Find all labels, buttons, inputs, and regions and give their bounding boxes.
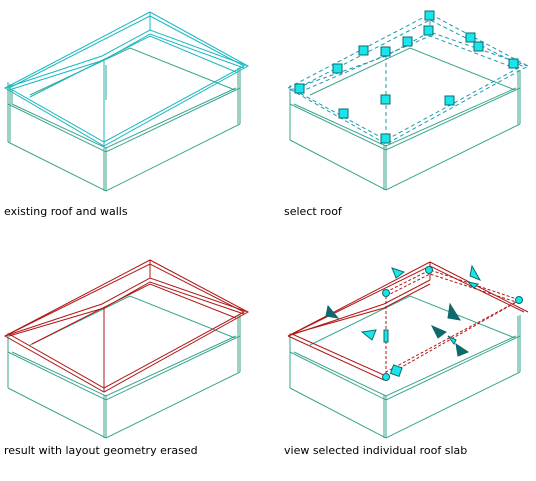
roof-solid	[287, 261, 529, 381]
roof	[3, 11, 250, 147]
grip	[294, 83, 305, 94]
selection-grips	[294, 10, 519, 144]
grip	[402, 36, 413, 47]
panel-select-roof	[286, 10, 530, 191]
grip	[444, 95, 455, 106]
grip	[332, 63, 343, 74]
grip	[508, 58, 519, 69]
caption-select-roof: select roof	[284, 205, 342, 218]
grip	[380, 94, 391, 105]
grip	[358, 45, 369, 56]
roof-dashed	[286, 13, 530, 145]
slab-grips	[325, 264, 523, 381]
grip	[424, 10, 435, 21]
panel-selected-slab	[287, 261, 529, 439]
caption-existing-roof: existing roof and walls	[4, 205, 128, 218]
grip	[380, 133, 391, 144]
grip	[465, 32, 476, 43]
grip	[380, 46, 391, 57]
caption-selected-slab: view selected individual roof slab	[284, 444, 468, 457]
caption-result-erased: result with layout geometry erased	[4, 444, 198, 457]
grip	[423, 25, 434, 36]
grip	[338, 108, 349, 119]
roof	[3, 259, 250, 393]
roof-selected-dashed	[385, 269, 522, 377]
walls	[7, 295, 241, 439]
panel-existing-roof	[3, 11, 250, 192]
walls	[289, 47, 521, 191]
walls	[289, 295, 521, 439]
panel-result-erased	[3, 259, 250, 439]
walls	[7, 47, 241, 192]
grip	[473, 41, 484, 52]
